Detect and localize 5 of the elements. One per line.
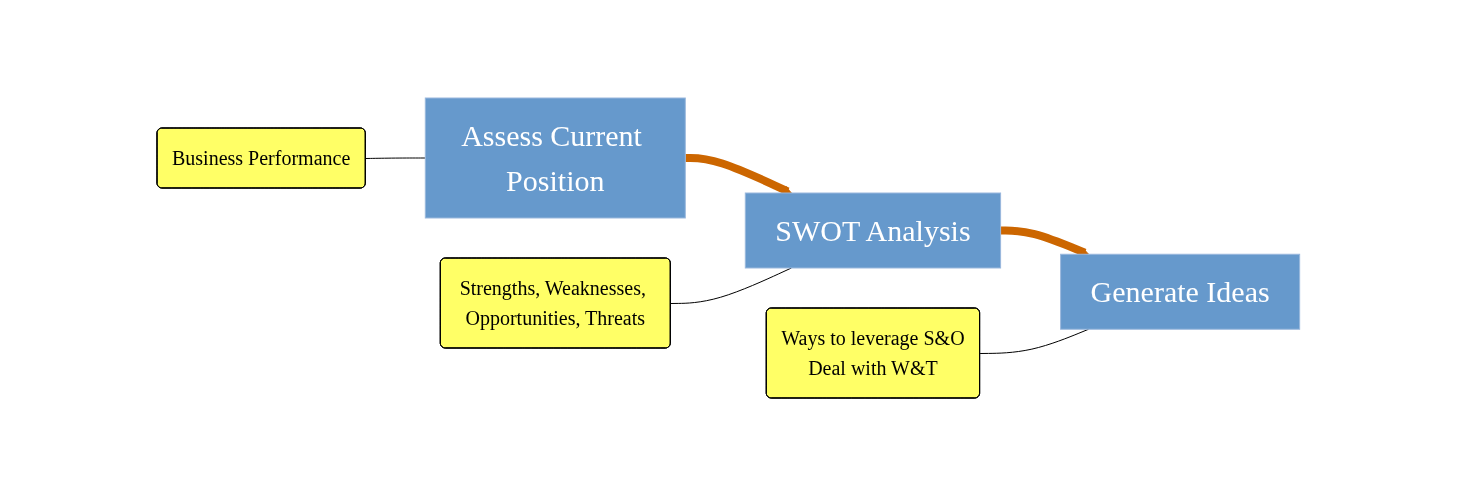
arrow <box>685 154 792 195</box>
node-box: SWOT Analysis <box>744 192 1002 269</box>
node-box: Generate Ideas <box>1060 253 1301 330</box>
node-box: Assess Current Position <box>424 97 686 219</box>
connector <box>365 157 426 159</box>
